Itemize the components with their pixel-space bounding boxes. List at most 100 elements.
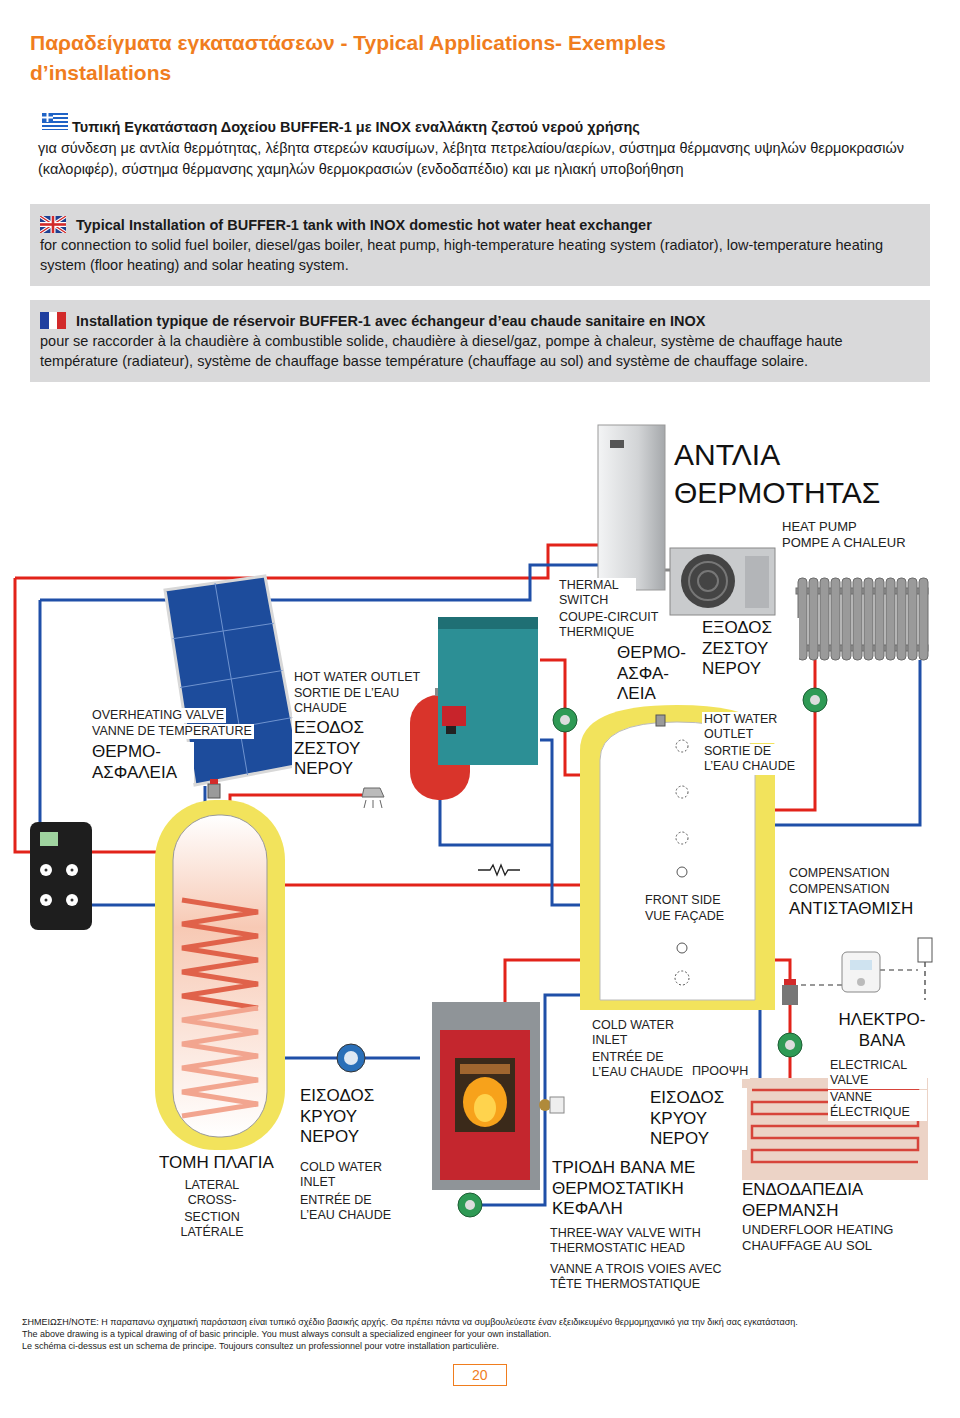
underfloor-heating bbox=[742, 1078, 928, 1180]
equipment-title: ΑΝΤΛΙΑ ΘΕΡΜΟΤΗΤΑΣ bbox=[672, 436, 946, 511]
hot-pipe bbox=[15, 545, 598, 578]
footnote: ΣΗΜΕΙΩΣΗ/NOTE: Η παραπανω σχηματική παρά… bbox=[22, 1316, 938, 1328]
greek-flag bbox=[42, 123, 68, 125]
water-meter bbox=[337, 1044, 365, 1072]
language-band: Installation typique de réservoir BUFFER… bbox=[30, 300, 930, 382]
solar-station bbox=[40, 894, 52, 906]
compensation-controller bbox=[850, 960, 872, 970]
part-label: CHAUFFAGE AU SOL bbox=[740, 1238, 874, 1254]
oil-gas-boiler bbox=[438, 617, 538, 629]
cold-pipe bbox=[440, 800, 552, 845]
heat-pump bbox=[745, 556, 769, 608]
part-label: HEAT PUMP bbox=[780, 519, 859, 535]
solar-panel bbox=[215, 583, 248, 775]
control-wire bbox=[800, 984, 842, 985]
intro-text: για σύνδεση με αντλία θερμότητας, λέβητα… bbox=[38, 138, 928, 180]
control-wire bbox=[924, 962, 925, 1000]
oil-gas-boiler bbox=[438, 617, 538, 765]
band-body: pour se raccorder à la chaudière à combu… bbox=[40, 331, 920, 371]
part-label: THREE-WAY VALVE WITH THERMOSTATIC HEAD bbox=[548, 1226, 737, 1257]
part-label: ΕΞΟΔΟΣ ΖΕΣΤΟΥ ΝΕΡΟΥ bbox=[292, 718, 396, 780]
solar-station bbox=[71, 899, 74, 902]
solar-station bbox=[40, 832, 58, 846]
band-heading: Typical Installation of BUFFER-1 tank wi… bbox=[40, 215, 920, 235]
cold-pipe bbox=[92, 904, 156, 907]
part-label: ΕΙΣΟΔΟΣ ΚΡΥΟΥ ΝΕΡΟΥ bbox=[648, 1088, 747, 1150]
electrical-valve bbox=[782, 985, 798, 1005]
hot-pipe bbox=[15, 545, 815, 1080]
circulation-pump bbox=[810, 695, 820, 705]
solar-hot-water-tank bbox=[182, 900, 258, 1008]
compensation-controller bbox=[857, 978, 865, 986]
heat-pump bbox=[681, 554, 735, 608]
oil-gas-boiler bbox=[446, 726, 456, 734]
part-label: COUPE-CIRCUIT THERMIQUE bbox=[557, 610, 661, 641]
footnote: The above drawing is a typical drawing o… bbox=[22, 1328, 938, 1340]
electrical-valve bbox=[782, 979, 798, 1005]
heat-pump bbox=[689, 562, 727, 600]
hot-pipe bbox=[540, 660, 582, 775]
hot-pipe bbox=[230, 795, 362, 803]
solar-station bbox=[66, 864, 78, 876]
solar-station bbox=[66, 894, 78, 906]
french-flag bbox=[40, 312, 66, 329]
buffer-tank bbox=[677, 867, 687, 877]
part-label: VANNE A TROIS VOIES AVEC TÊTE THERMOSTAT… bbox=[548, 1262, 752, 1293]
cold-pipe bbox=[759, 1008, 762, 1080]
part-label: ΕΞΟΔΟΣ ΖΕΣΤΟΥ ΝΕΡΟΥ bbox=[700, 618, 799, 680]
part-label: ENTRÉE DE L’EAU CHAUDE bbox=[590, 1050, 694, 1081]
part-label: ΘΕΡΜΟ- ΑΣΦΑΛΕΙΑ bbox=[90, 742, 194, 783]
radiator bbox=[886, 578, 895, 660]
buffer-tank bbox=[675, 971, 689, 985]
part-label: ΤΡΙΟΔΗ ΒΑΝΑ ΜΕ ΘΕΡΜΟΣΤΑΤΙΚΗ ΚΕΦΑΛΗ bbox=[550, 1158, 734, 1220]
footnote-block: ΣΗΜΕΙΩΣΗ/NOTE: Η παραπανω σχηματική παρά… bbox=[22, 1316, 938, 1352]
greek-flag bbox=[42, 113, 68, 130]
page-title: Παραδείγματα εγκαταστάσεων - Typical App… bbox=[30, 28, 710, 88]
heat-pump bbox=[698, 571, 718, 591]
band-body: for connection to solid fuel boiler, die… bbox=[40, 235, 920, 275]
greek-flag bbox=[42, 117, 53, 119]
circulation-pump bbox=[553, 708, 577, 732]
circulation-pump bbox=[458, 688, 827, 1217]
solar-station bbox=[45, 869, 48, 872]
shower-icon bbox=[362, 788, 384, 808]
radiator bbox=[798, 578, 807, 660]
outdoor-sensor bbox=[918, 938, 932, 962]
buffer-tank bbox=[676, 786, 688, 798]
part-label: VUE FAÇADE bbox=[643, 909, 726, 924]
solar-hot-water-tank bbox=[182, 1008, 258, 1116]
uk-flag bbox=[40, 216, 66, 233]
shower-icon bbox=[362, 788, 384, 797]
cold-pipe bbox=[39, 600, 42, 822]
buffer-tank bbox=[676, 832, 688, 844]
part-label: ΘΕΡΜΟ- ΑΣΦΑ- ΛΕΙΑ bbox=[615, 643, 691, 705]
circulation-pump bbox=[465, 1200, 475, 1210]
greek-flag bbox=[42, 113, 53, 122]
shower-icon bbox=[364, 800, 366, 808]
part-label: SECTION LATÉRALE bbox=[158, 1210, 266, 1241]
radiator bbox=[875, 578, 884, 660]
cold-pipe bbox=[285, 1057, 337, 1060]
uk-flag bbox=[40, 223, 66, 226]
outdoor-sensor bbox=[918, 938, 932, 962]
heat-pump bbox=[610, 440, 624, 448]
heat-pump bbox=[598, 425, 665, 590]
french-flag bbox=[40, 312, 49, 329]
water-meter bbox=[337, 1044, 365, 1072]
hot-pipe bbox=[775, 960, 790, 1080]
hot-pipe bbox=[285, 884, 582, 887]
cold-pipe bbox=[775, 660, 920, 825]
electrical-valve bbox=[784, 979, 796, 985]
uk-flag bbox=[40, 216, 66, 233]
radiator bbox=[842, 578, 851, 660]
cold-pipe bbox=[540, 740, 582, 905]
solid-fuel-boiler bbox=[455, 1058, 515, 1132]
underfloor-heating bbox=[742, 1078, 928, 1180]
solid-fuel-boiler bbox=[463, 1077, 507, 1127]
three-way-valve bbox=[539, 1097, 564, 1113]
part-label: ENTRÉE DE L’EAU CHAUDE bbox=[298, 1193, 402, 1224]
page-number-box: 20 bbox=[453, 1364, 507, 1386]
solid-fuel-boiler bbox=[432, 1002, 540, 1190]
resistor-symbol bbox=[478, 865, 520, 875]
